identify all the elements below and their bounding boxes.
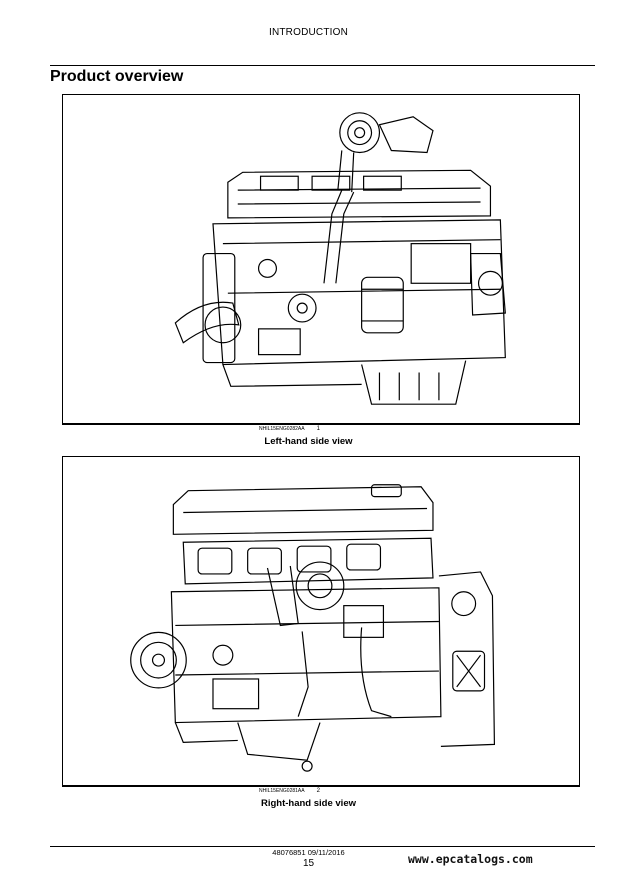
watermark: www.epcatalogs.com xyxy=(408,852,533,866)
figure-right-hand-view xyxy=(62,456,580,787)
figure-2-reference: NHIL15ENG0281AA 2 xyxy=(259,788,320,794)
page-number: 15 xyxy=(302,858,315,869)
section-title: Product overview xyxy=(50,68,184,85)
header-rule xyxy=(50,65,595,66)
figure-1-code: NHIL15ENG0282AA xyxy=(259,426,305,432)
footer-rule xyxy=(50,846,595,847)
figure-left-hand-view xyxy=(62,94,580,425)
figure-1-caption: Left-hand side view xyxy=(264,436,353,447)
figure-1-reference: NHIL15ENG0282AA 1 xyxy=(259,426,320,432)
running-header: INTRODUCTION xyxy=(268,27,349,38)
document-code: 48076851 09/11/2016 xyxy=(272,848,345,857)
figure-2-number: 2 xyxy=(316,788,320,794)
engine-left-side-illustration xyxy=(174,112,506,405)
figure-2-caption: Right-hand side view xyxy=(260,798,356,809)
engine-right-side-illustration xyxy=(130,484,496,772)
figure-2-code: NHIL15ENG0281AA xyxy=(259,788,305,794)
figure-1-number: 1 xyxy=(316,426,320,432)
